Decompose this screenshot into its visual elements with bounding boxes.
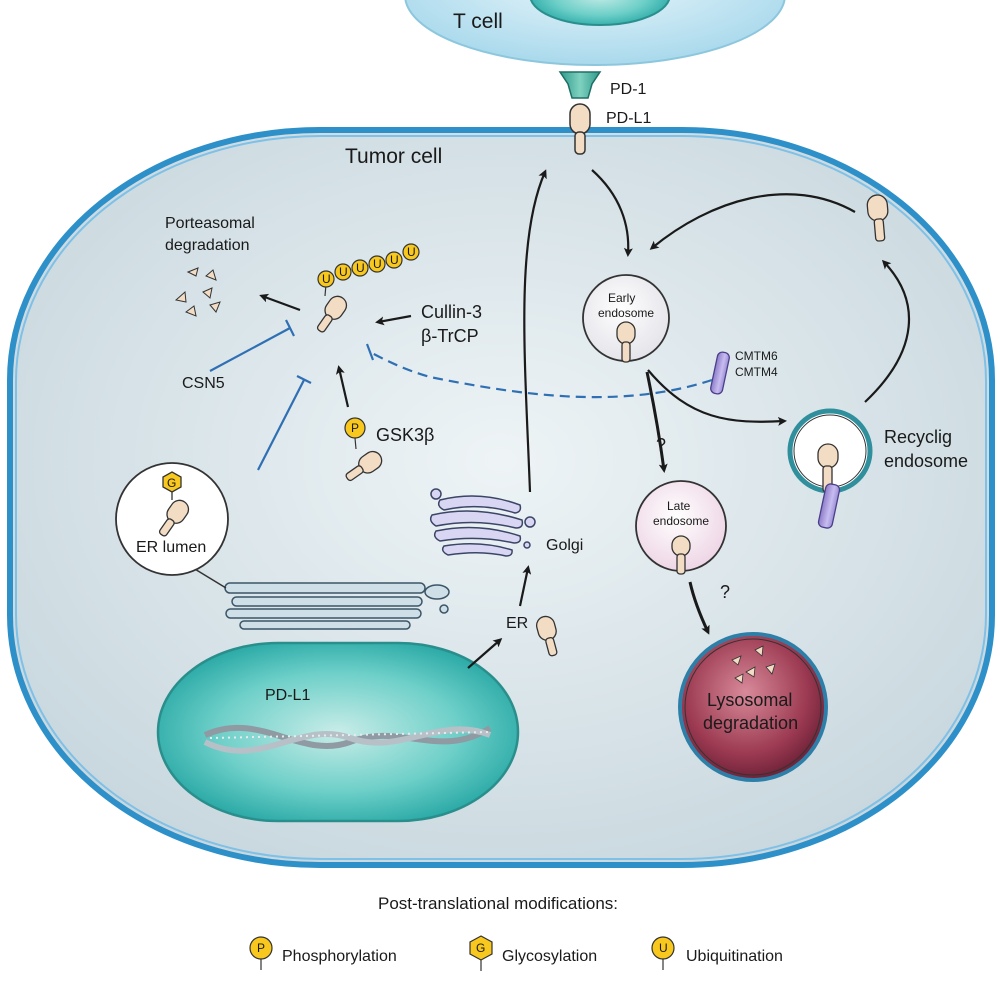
inhibit-cmtm [369, 351, 713, 399]
inhibition-lines [209, 319, 713, 471]
lyso-question-mark: ? [720, 582, 730, 602]
pd1-receptor [558, 71, 602, 99]
legend-phosphorylation-label: Phosphorylation [282, 948, 397, 965]
lysosome-label-2: degradation [703, 713, 798, 733]
arrow-gsk3b-to-pdl1 [335, 365, 350, 408]
t-cell: T cell [404, 0, 786, 66]
recycled-pdl1 [866, 194, 889, 242]
cullin-label: Cullin-3 [421, 302, 482, 322]
ubiquitinated-pdl1: U U U U U U [316, 243, 420, 333]
arrow-early-to-recycling [647, 369, 787, 426]
arrow-recycle-to-early [649, 193, 856, 250]
ub-letter-4: U [373, 257, 382, 271]
legend-g-letter: G [476, 941, 485, 955]
inhibit-er-lumen [257, 379, 305, 471]
btrcp-label: β-TrCP [421, 326, 479, 346]
p-badge-letter: P [351, 421, 359, 435]
legend-glycosylation: G Glycosylation [469, 935, 597, 971]
arrow-golgi-to-membrane [523, 169, 547, 493]
arrow-cullin-to-pdl1 [375, 314, 412, 326]
early-endosome: Early endosome [582, 274, 670, 363]
pdl1-surface-label: PD-L1 [606, 110, 651, 127]
er-pdl1 [535, 615, 558, 657]
early-endosome-label-2: endosome [598, 306, 654, 320]
ub-letter-2: U [339, 265, 348, 279]
proteasomal-label-line2: degradation [165, 237, 250, 254]
lysosome: Lysosomal degradation [678, 632, 828, 782]
proteasome-fragments [174, 267, 221, 317]
ub-letter-6: U [407, 245, 416, 259]
pathway-arrows [259, 169, 911, 669]
cmtm4-label: CMTM4 [735, 365, 778, 379]
gsk3b-label: GSK3β [376, 425, 434, 445]
legend-phosphorylation: P Phosphorylation [249, 936, 397, 970]
g-badge-letter: G [167, 476, 176, 490]
legend-ubiquitination: U Ubiquitination [651, 936, 783, 970]
cmtm-protein [710, 351, 730, 395]
legend-glycosylation-label: Glycosylation [502, 948, 597, 965]
recycling-endosome [787, 408, 873, 529]
er-label: ER [506, 615, 528, 632]
legend-title: Post-translational modifications: [378, 894, 618, 913]
late-endosome-label-2: endosome [653, 514, 709, 528]
golgi-apparatus [429, 488, 536, 557]
ub-letter-1: U [322, 272, 331, 286]
ubiquitin-chain: U U U U U U [317, 243, 420, 288]
ub-letter-3: U [356, 261, 365, 275]
late-endosome-label-1: Late [667, 499, 691, 513]
late-endosome: Late endosome [635, 480, 727, 575]
legend-u-letter: U [659, 941, 668, 955]
legend-ubiquitination-label: Ubiquitination [686, 948, 783, 965]
arrow-pdl1-to-proteasome [259, 293, 301, 312]
pd1-label: PD-1 [610, 81, 647, 98]
arrow-recycling-to-membrane [864, 259, 911, 403]
er-lumen-inset: G ER lumen [115, 462, 229, 576]
early-endosome-label-1: Early [608, 291, 635, 305]
recycling-endosome-label-2: endosome [884, 451, 968, 471]
phosphorylated-pdl1: P [344, 417, 383, 482]
er-lumen-label: ER lumen [136, 539, 206, 556]
arrow-membrane-to-early [591, 169, 633, 257]
ub-letter-5: U [390, 253, 399, 267]
pdl1-nucleus-label: PD-L1 [265, 687, 310, 704]
proteasomal-label-line1: Porteasomal [165, 215, 255, 232]
t-cell-label: T cell [453, 10, 503, 33]
ptm-legend: Post-translational modifications: P Phos… [249, 894, 783, 971]
legend-p-letter: P [257, 941, 265, 955]
pdl1-surface-protein [569, 103, 591, 155]
recycling-endosome-label-1: Recyclig [884, 427, 952, 447]
golgi-label: Golgi [546, 537, 583, 554]
arrow-nucleus-to-er [467, 638, 503, 669]
arrow-early-to-late [645, 371, 668, 473]
cmtm6-label: CMTM6 [735, 349, 778, 363]
csn5-label: CSN5 [182, 375, 225, 392]
arrow-late-to-lysosome [688, 581, 710, 635]
lysosome-label-1: Lysosomal [707, 690, 792, 710]
nucleus: PD-L1 [156, 641, 520, 823]
arrow-er-to-golgi [518, 565, 532, 607]
tumor-cell-label: Tumor cell [345, 145, 442, 168]
inhibit-csn5 [209, 327, 291, 372]
